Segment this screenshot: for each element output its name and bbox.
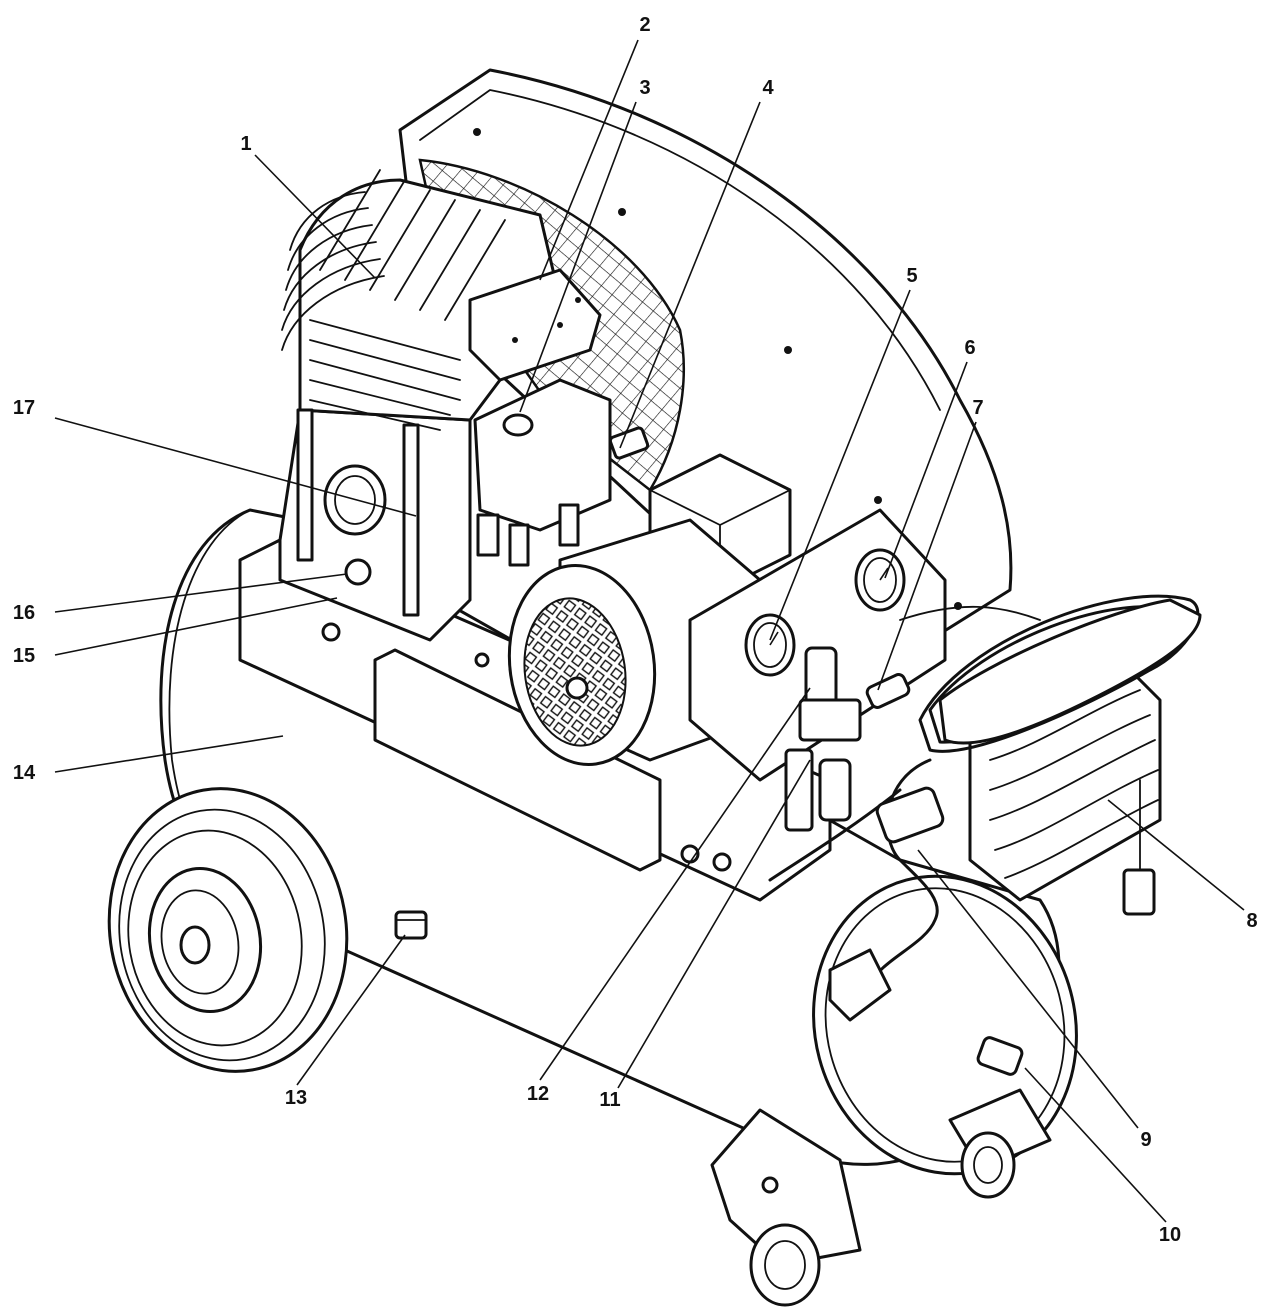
quick-coupling: [865, 673, 911, 709]
leader-10: [1024, 1067, 1167, 1223]
power-cable: [768, 758, 945, 1022]
callout-10: 10: [1159, 1224, 1181, 1246]
leader-14: [54, 735, 284, 773]
callout-12: 12: [527, 1083, 549, 1105]
leader-lines: [54, 39, 1245, 1223]
leader-8: [1107, 799, 1245, 911]
callout-14: 14: [13, 762, 36, 784]
wheel: [107, 787, 349, 1073]
leader-7: [877, 421, 977, 691]
air-filter: [468, 268, 602, 382]
pressure-regulator: [784, 646, 862, 832]
leader-5: [769, 289, 911, 641]
tank-outlet: [976, 1036, 1024, 1076]
leader-2: [539, 39, 639, 281]
callout-3: 3: [639, 77, 650, 99]
pressure-switch: [473, 378, 612, 567]
callout-5: 5: [906, 265, 917, 287]
control-panel: [688, 508, 947, 782]
callout-labels: 1 2 3 4 5 6 7 8 9 10 11 12 13 14 15 16 1…: [13, 14, 1258, 1246]
leader-3: [519, 101, 637, 413]
callout-6: 6: [964, 337, 975, 359]
callout-11: 11: [599, 1089, 620, 1111]
leader-6: [884, 361, 968, 579]
safety-valve: [608, 426, 650, 460]
leader-12: [539, 687, 811, 1081]
drain-valve: [394, 910, 428, 940]
callout-4: 4: [762, 77, 774, 99]
leader-15: [54, 597, 338, 656]
callout-2: 2: [639, 14, 650, 36]
callout-7: 7: [972, 397, 983, 419]
leader-4: [619, 101, 761, 449]
callout-16: 16: [13, 602, 35, 624]
callout-15: 15: [13, 645, 35, 667]
castor-wheels: [710, 1088, 1052, 1307]
leader-9: [917, 849, 1139, 1129]
callout-17: 17: [13, 397, 35, 419]
callout-9: 9: [1140, 1129, 1151, 1151]
leader-16: [54, 573, 348, 613]
callout-13: 13: [285, 1087, 307, 1109]
callout-8: 8: [1246, 910, 1257, 932]
leader-13: [296, 934, 406, 1086]
leader-11: [617, 759, 811, 1089]
leader-17: [54, 417, 417, 517]
leader-1: [254, 154, 376, 279]
callout-1: 1: [240, 133, 251, 155]
